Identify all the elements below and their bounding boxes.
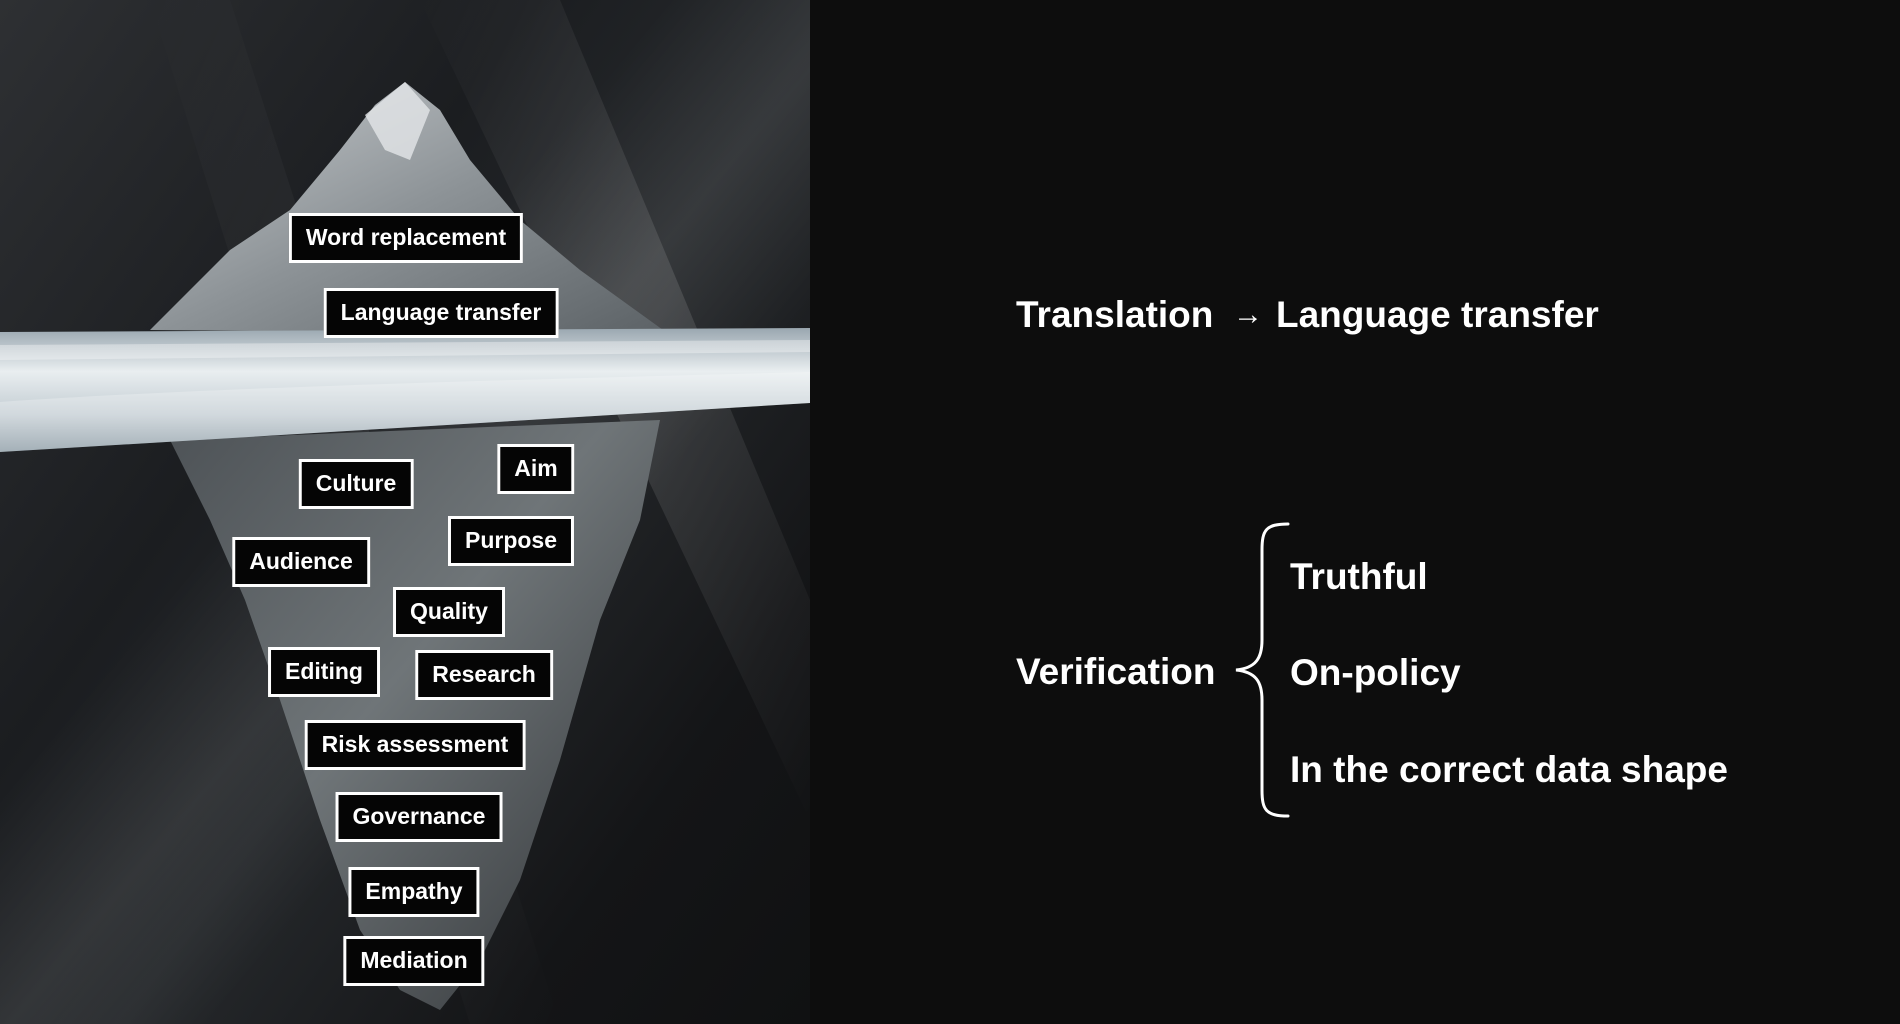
- translation-meaning: Language transfer: [1276, 294, 1599, 335]
- tag-audience: Audience: [232, 537, 370, 587]
- arrow-icon: →: [1233, 298, 1263, 331]
- tag-culture: Culture: [298, 459, 414, 509]
- criterion-data-shape: In the correct data shape: [1290, 749, 1728, 790]
- tag-mediation: Mediation: [343, 936, 485, 986]
- tag-language-transfer: Language transfer: [323, 288, 559, 338]
- criterion-truthful: Truthful: [1290, 556, 1428, 597]
- verification-term: Verification: [1016, 651, 1216, 692]
- tag-aim: Aim: [497, 444, 575, 494]
- iceberg-illustration: Word replacement Language transfer Cultu…: [0, 0, 810, 1024]
- tag-risk-assessment: Risk assessment: [304, 720, 526, 770]
- translation-term: Translation: [1016, 294, 1214, 335]
- curly-brace-icon: [1235, 522, 1290, 818]
- tag-quality: Quality: [393, 587, 505, 637]
- tag-empathy: Empathy: [348, 867, 480, 917]
- criterion-on-policy: On-policy: [1290, 652, 1461, 693]
- tag-editing: Editing: [268, 647, 380, 697]
- tag-purpose: Purpose: [447, 516, 575, 566]
- tag-research: Research: [415, 650, 553, 700]
- tag-governance: Governance: [335, 792, 503, 842]
- tag-word-replacement: Word replacement: [288, 213, 524, 263]
